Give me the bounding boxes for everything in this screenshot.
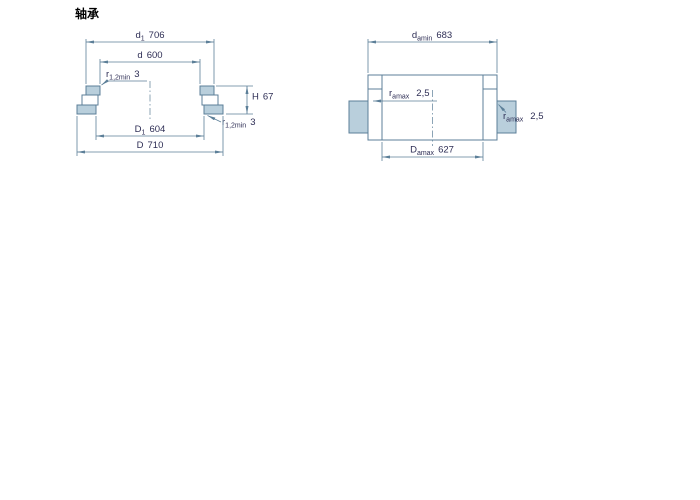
housing-washer-section-left [76, 104, 97, 115]
leader-line [101, 79, 147, 86]
shaft-washer-section-right [199, 85, 215, 96]
shaft-washer-section-left [85, 85, 101, 96]
housing-washer-section-right [203, 104, 224, 115]
leader-line [207, 115, 222, 123]
page-title: 轴承 [75, 6, 99, 21]
abutment-outline [348, 74, 517, 146]
leader-line [498, 104, 507, 113]
bearing-section [76, 81, 224, 119]
roller-section-left [81, 94, 99, 106]
washer-lip-right [482, 74, 498, 90]
roller-section-right [201, 94, 219, 106]
shoulder-section-left [348, 100, 369, 134]
washer-lip-left [367, 74, 383, 90]
